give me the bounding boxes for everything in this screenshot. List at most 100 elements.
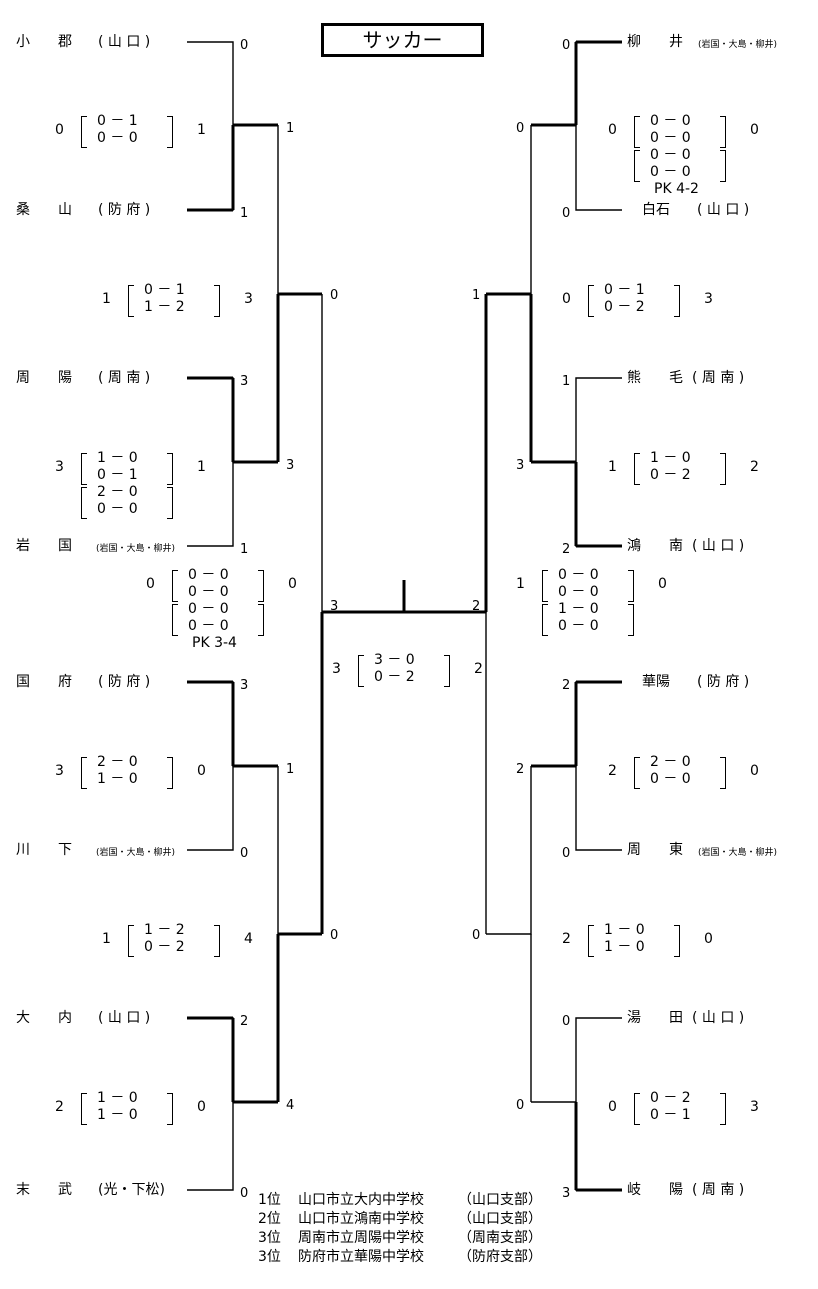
team-score: 0 [240,1186,249,1201]
team-region: (岩国・大島・柳井) [698,40,778,50]
bracket-paren [628,604,634,636]
result-score-b: 4 [244,931,253,947]
result-score-a: 2 [562,931,571,947]
team-region: ( 山 口 ) [98,34,151,50]
result-score-a: 3 [55,763,64,779]
result-score-a: 3 [332,661,341,677]
half-score: 0 － 2 [374,669,415,685]
half-score: 1 － 2 [144,922,185,938]
standing-branch: （防府支部） [458,1249,542,1265]
extra-time-score: 2 － 0 [97,484,138,500]
team-score: 2 [562,678,571,693]
team-name: 熊 毛 [627,370,683,386]
round-score: 2 [516,762,525,777]
team-region: ( 防 府 ) [697,674,750,690]
half-score: 0 － 2 [604,299,645,315]
bracket-paren [674,285,680,317]
team-name: 川 下 [16,842,72,858]
standing-school: 山口市立鴻南中学校 [298,1211,424,1227]
team-region: ( 防 府 ) [98,674,151,690]
result-score-b: 0 [197,763,206,779]
bracket-paren [214,925,220,957]
standing-school: 山口市立大内中学校 [298,1192,424,1208]
bracket-paren [167,116,173,148]
bracket-paren [634,1093,640,1125]
team-region: (岩国・大島・柳井) [96,848,176,858]
team-region: ( 山 口 ) [692,1010,745,1026]
result-score-a: 0 [55,122,64,138]
team-score: 0 [240,38,249,53]
result-score-a: 1 [608,459,617,475]
bracket-paren [720,150,726,182]
team-name: 小 郡 [16,34,72,50]
standing-school: 防府市立華陽中学校 [298,1249,424,1265]
standing-rank: 1位 [258,1192,281,1208]
extra-time-score: 0 － 0 [188,601,229,617]
half-score: 1 － 0 [97,1107,138,1123]
half-score: 0 － 0 [558,567,599,583]
team-name: 柳 井 [627,34,683,50]
team-name: 湯 田 [627,1010,683,1026]
result-score-b: 0 [750,122,759,138]
result-score-b: 0 [658,576,667,592]
team-region: ( 山 口 ) [697,202,750,218]
round-score: 3 [330,599,339,614]
half-score: 0 － 1 [650,1107,691,1123]
result-score-a: 1 [102,291,111,307]
half-score: 1 － 0 [650,450,691,466]
bracket-paren [81,487,87,519]
half-score: 1 － 0 [604,939,645,955]
standing-branch: （周南支部） [458,1230,542,1246]
bracket-paren [542,570,548,602]
team-score: 0 [562,38,571,53]
half-score: 1 － 0 [97,1090,138,1106]
page-title: サッカー [321,23,484,57]
half-score: 0 － 1 [604,282,645,298]
bracket-paren [167,757,173,789]
result-score-b: 2 [750,459,759,475]
round-score: 0 [516,121,525,136]
team-score: 3 [562,1186,571,1201]
pk-score: PK 4-2 [654,181,699,197]
round-score: 2 [472,599,481,614]
bracket-paren [634,116,640,148]
standing-branch: （山口支部） [458,1211,542,1227]
team-score: 0 [562,1014,571,1029]
round-score: 0 [516,1098,525,1113]
half-score: 0 － 0 [97,130,138,146]
result-score-a: 0 [608,1099,617,1115]
team-name: 周 東 [627,842,683,858]
team-score: 1 [240,542,249,557]
team-name: 桑 山 [16,202,72,218]
team-region: ( 山 口 ) [692,538,745,554]
pk-score: PK 3-4 [192,635,237,651]
team-name: 末 武 [16,1182,72,1198]
half-score: 1 － 0 [97,450,138,466]
bracket-paren [167,453,173,485]
team-score: 3 [240,374,249,389]
team-score: 0 [562,846,571,861]
half-score: 0 － 0 [650,113,691,129]
team-name: 白石 [642,202,670,218]
round-score: 3 [286,458,295,473]
team-region: ( 防 府 ) [98,202,151,218]
round-score: 4 [286,1098,295,1113]
result-score-a: 0 [562,291,571,307]
team-name: 周 陽 [16,370,72,386]
result-score-b: 0 [704,931,713,947]
result-score-a: 0 [608,122,617,138]
round-score: 3 [516,458,525,473]
bracket-paren [634,757,640,789]
half-score: 2 － 0 [650,754,691,770]
bracket-paren [172,570,178,602]
extra-time-score: 1 － 0 [558,601,599,617]
result-score-a: 2 [608,763,617,779]
team-region: (光・下松) [98,1182,165,1198]
round-score: 1 [286,762,295,777]
bracket-paren [634,150,640,182]
standing-school: 周南市立周陽中学校 [298,1230,424,1246]
half-score: 0 － 0 [650,771,691,787]
half-score: 0 － 1 [97,113,138,129]
